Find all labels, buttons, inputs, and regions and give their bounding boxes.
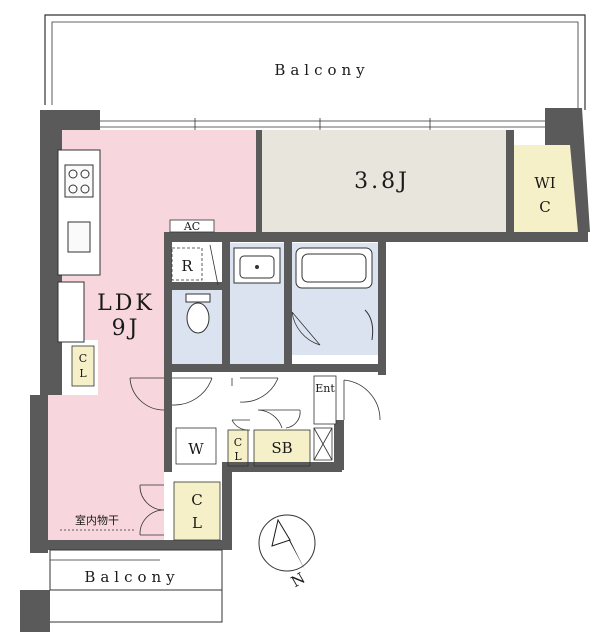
ldk-label-line2: 9J xyxy=(112,316,141,341)
interior-doors xyxy=(129,311,381,536)
bedroom-label: 3.8J xyxy=(354,169,410,194)
ldk-label-line1: LDK xyxy=(97,291,155,316)
cl-large-floor xyxy=(174,482,220,540)
cl-large-label-line2: L xyxy=(192,514,202,532)
cl-large-label-line1: C xyxy=(191,491,202,509)
washer-label: W xyxy=(188,440,204,458)
washer: W xyxy=(175,427,217,465)
balcony-top-label: Balcony xyxy=(274,61,369,79)
wic-label-line1: WI xyxy=(534,174,555,192)
cl-small-label-line1: C xyxy=(79,352,87,365)
toilet xyxy=(185,293,211,334)
cl-small-floor xyxy=(72,346,94,386)
bathtub xyxy=(295,247,374,341)
wash-basin xyxy=(233,247,281,284)
compass: N xyxy=(258,514,316,591)
wic-label-line2: C xyxy=(539,198,550,216)
wic-floor xyxy=(514,145,582,232)
kitchen xyxy=(57,149,101,343)
shoebox-label: SB xyxy=(271,439,292,457)
balcony-top: Balcony xyxy=(44,14,586,110)
cl-small-label-line2: L xyxy=(79,367,87,380)
balcony-bottom-label: Balcony xyxy=(84,568,179,586)
cl-mid-floor xyxy=(228,430,248,466)
bedroom-floor xyxy=(262,130,508,232)
compass-north-label: N xyxy=(288,569,308,591)
ac-unit: AC xyxy=(169,219,215,233)
walls xyxy=(20,108,590,632)
sb-floor xyxy=(254,430,310,466)
cl-mid-label-line1: C xyxy=(234,436,242,449)
entrance-label: Ent xyxy=(315,382,335,395)
indoor-drying-label: 室内物干 xyxy=(75,513,119,527)
balcony-bottom: Balcony xyxy=(49,549,223,623)
refrigerator-label: R xyxy=(181,257,193,275)
refrigerator: R xyxy=(171,247,203,281)
top-windows xyxy=(100,118,545,130)
ac-label: AC xyxy=(183,220,200,233)
cl-mid-label-line2: L xyxy=(234,450,242,463)
entrance: Ent xyxy=(313,375,337,461)
